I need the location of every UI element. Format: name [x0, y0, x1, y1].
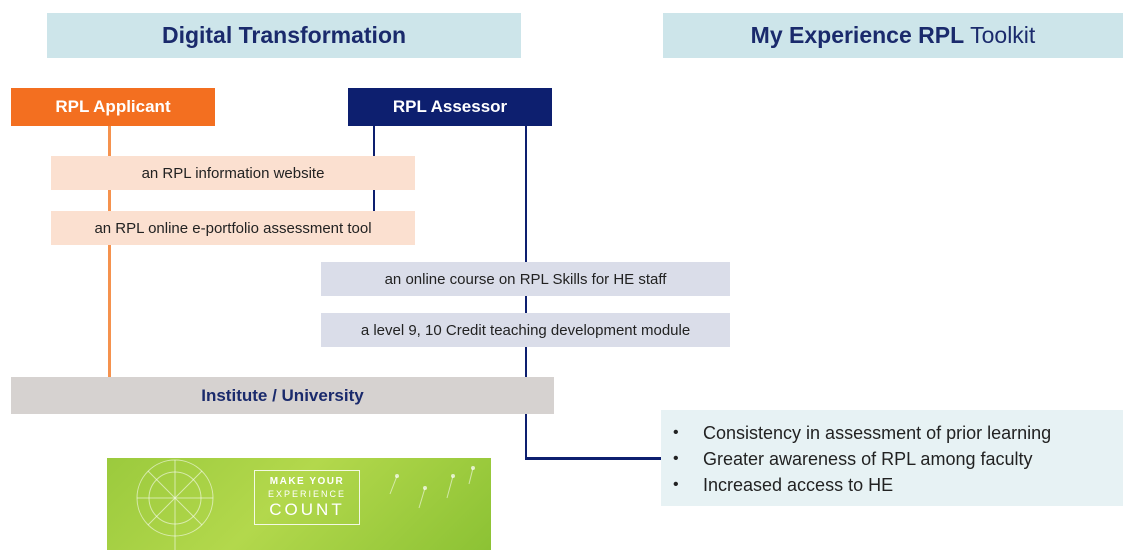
- applicant-connector-line: [108, 126, 111, 378]
- rpl-assessor-box: RPL Assessor: [348, 88, 552, 126]
- rpl-information-website-box: an RPL information website: [51, 156, 415, 190]
- bullet-icon: •: [673, 450, 679, 467]
- digital-transformation-header: Digital Transformation: [47, 13, 521, 58]
- rpl-information-website-label: an RPL information website: [141, 164, 325, 182]
- make-your-experience-count-banner: MAKE YOUR EXPERIENCE COUNT: [107, 458, 491, 550]
- logo-line-count: COUNT: [269, 500, 345, 519]
- rpl-applicant-box: RPL Applicant: [11, 88, 215, 126]
- bullet-icon: •: [673, 476, 679, 493]
- teaching-development-module-label: a level 9, 10 Credit teaching developmen…: [360, 321, 691, 339]
- outcomes-list: • Consistency in assessment of prior lea…: [673, 420, 1113, 498]
- dandelion-decoration: [136, 459, 475, 550]
- outcome-item-label: Greater awareness of RPL among faculty: [703, 448, 1033, 469]
- rpl-assessor-label: RPL Assessor: [392, 97, 508, 116]
- outcome-item-label: Consistency in assessment of prior learn…: [703, 422, 1052, 443]
- toolkit-title-bold: My Experience RPL: [750, 22, 965, 48]
- outcome-item-label: Increased access to HE: [703, 474, 894, 495]
- institute-university-box: Institute / University: [11, 377, 554, 414]
- toolkit-title-normal: Toolkit: [964, 22, 1036, 48]
- outcomes-box: • Consistency in assessment of prior lea…: [661, 410, 1123, 506]
- outcome-item: • Greater awareness of RPL among faculty: [673, 446, 1113, 472]
- e-portfolio-tool-box: an RPL online e-portfolio assessment too…: [51, 211, 415, 245]
- e-portfolio-tool-label: an RPL online e-portfolio assessment too…: [94, 219, 372, 237]
- institute-university-label: Institute / University: [201, 385, 364, 405]
- bullet-icon: •: [673, 424, 679, 441]
- rpl-skills-course-box: an online course on RPL Skills for HE st…: [321, 262, 730, 296]
- digital-transformation-title: Digital Transformation: [161, 22, 407, 48]
- toolkit-title: My Experience RPL Toolkit: [751, 22, 1036, 49]
- outcome-item: • Increased access to HE: [673, 472, 1113, 498]
- make-your-experience-count-logo: MAKE YOUR EXPERIENCE COUNT: [254, 470, 360, 525]
- toolkit-header: My Experience RPL Toolkit: [663, 13, 1123, 58]
- logo-line-make-your: MAKE YOUR: [269, 476, 345, 487]
- logo-line-experience: EXPERIENCE: [267, 489, 347, 499]
- rpl-applicant-label: RPL Applicant: [55, 97, 171, 116]
- teaching-development-module-box: a level 9, 10 Credit teaching developmen…: [321, 313, 730, 347]
- outcome-item: • Consistency in assessment of prior lea…: [673, 420, 1113, 446]
- rpl-skills-course-label: an online course on RPL Skills for HE st…: [384, 270, 667, 288]
- outcome-connector-line: [525, 457, 661, 460]
